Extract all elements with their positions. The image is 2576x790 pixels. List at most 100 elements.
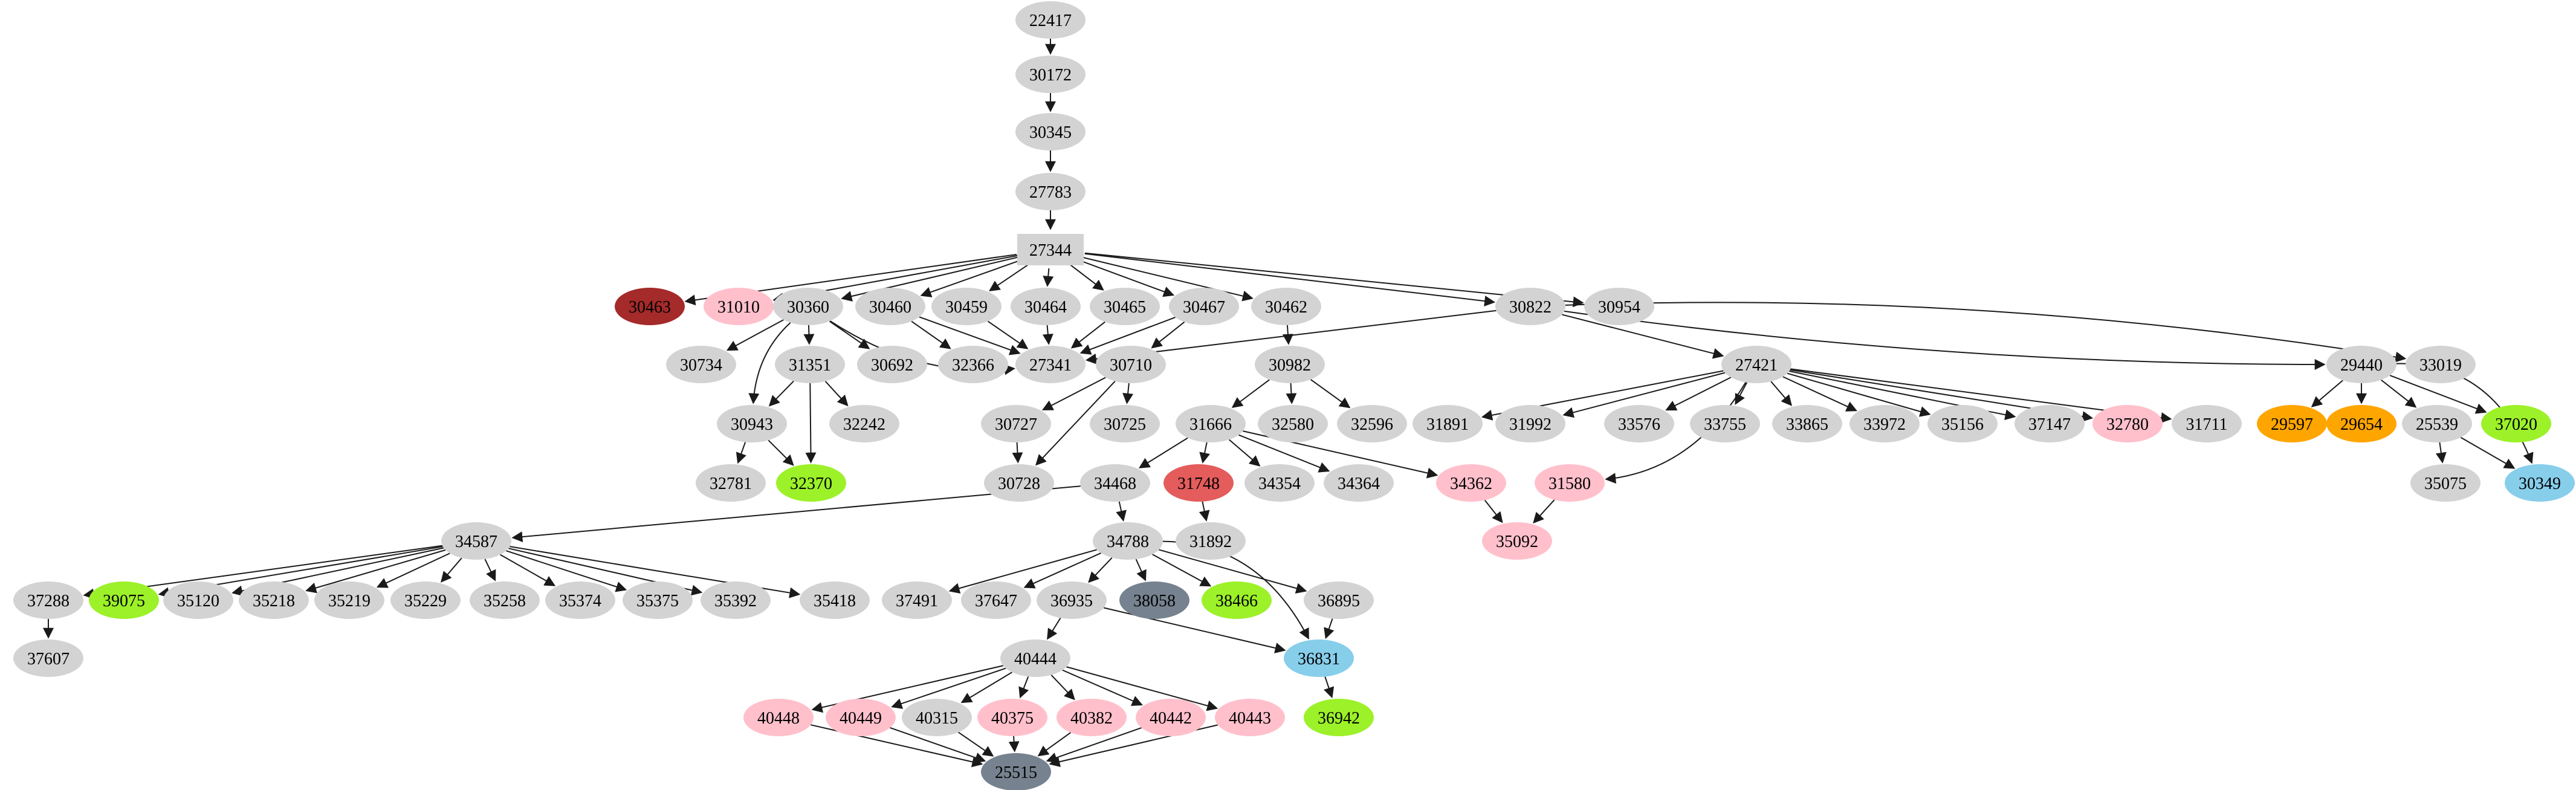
- edge-36831-36942: [1324, 676, 1335, 699]
- edge-34468-34587: [511, 485, 1081, 543]
- edge-27421-33865: [1770, 381, 1792, 406]
- node-ellipse-35375: [623, 581, 693, 619]
- node-ellipse-30728: [984, 464, 1054, 502]
- node-37288: 37288: [13, 581, 83, 619]
- edge-34788-36935: [1088, 557, 1113, 583]
- node-ellipse-29440: [2326, 346, 2396, 383]
- node-ellipse-31711: [2172, 405, 2242, 442]
- node-33865: 33865: [1772, 405, 1842, 442]
- node-31580: 31580: [1535, 464, 1605, 502]
- node-ellipse-30727: [981, 405, 1051, 442]
- edge-30459-27341: [987, 320, 1029, 349]
- node-40375: 40375: [977, 699, 1047, 736]
- node-ellipse-37288: [13, 581, 83, 619]
- node-ellipse-30467: [1169, 288, 1239, 325]
- node-ellipse-27421: [1721, 346, 1791, 383]
- node-ellipse-27783: [1015, 173, 1086, 210]
- edge-34587-35375: [506, 550, 627, 592]
- edge-30727-30728: [1012, 442, 1023, 464]
- node-ellipse-33865: [1772, 405, 1842, 442]
- edge-30462-30982: [1282, 325, 1293, 345]
- node-ellipse-35258: [470, 581, 540, 619]
- edge-30360-30692: [829, 320, 870, 349]
- node-31010: 31010: [704, 288, 774, 325]
- edge-30710-30725: [1122, 383, 1134, 404]
- node-ellipse-35120: [163, 581, 233, 619]
- edge-27421-31580: [1605, 381, 1747, 484]
- node-ellipse-31892: [1176, 522, 1246, 560]
- edge-36895-36831: [1324, 618, 1335, 639]
- edge-27344-30954: [1084, 252, 1584, 308]
- node-ellipse-31748: [1163, 464, 1234, 502]
- node-ellipse-31580: [1535, 464, 1605, 502]
- node-35374: 35374: [545, 581, 615, 619]
- node-ellipse-36942: [1304, 699, 1374, 736]
- node-30727: 30727: [981, 405, 1051, 442]
- edge-29440-37020: [2389, 375, 2487, 414]
- edge-40382-25515: [1037, 732, 1072, 757]
- node-ellipse-29597: [2257, 405, 2327, 442]
- node-32596: 32596: [1337, 405, 1407, 442]
- node-30822: 30822: [1495, 288, 1565, 325]
- node-35392: 35392: [701, 581, 771, 619]
- node-30465: 30465: [1090, 288, 1160, 325]
- node-37491: 37491: [882, 581, 952, 619]
- edge-30360-30734: [726, 319, 784, 351]
- node-30725: 30725: [1090, 405, 1160, 442]
- edge-31666-34364: [1238, 434, 1330, 473]
- node-ellipse-30463: [615, 288, 685, 325]
- node-ellipse-40375: [977, 699, 1047, 736]
- node-35229: 35229: [390, 581, 461, 619]
- edge-27421-35156: [1787, 372, 1931, 417]
- node-30943: 30943: [717, 405, 787, 442]
- node-36935: 36935: [1037, 581, 1107, 619]
- node-ellipse-40315: [902, 699, 972, 736]
- edge-27421-33576: [1665, 377, 1732, 411]
- edge-27421-31992: [1562, 372, 1726, 418]
- edge-36935-40444: [1047, 617, 1061, 640]
- edge-34362-35092: [1484, 499, 1503, 523]
- edge-34587-35374: [500, 554, 556, 586]
- node-ellipse-30465: [1090, 288, 1160, 325]
- node-ellipse-37647: [961, 581, 1031, 619]
- node-ellipse-36935: [1037, 581, 1107, 619]
- node-ellipse-32580: [1258, 405, 1328, 442]
- edge-40444-40443: [1066, 666, 1218, 711]
- edge-30943-32781: [736, 442, 746, 464]
- node-33755: 33755: [1690, 405, 1760, 442]
- edge-30460-27341: [919, 316, 1021, 355]
- node-ellipse-30459: [931, 288, 1002, 325]
- node-25515: 25515: [981, 753, 1051, 790]
- edge-30982-31666: [1231, 379, 1270, 408]
- node-40443: 40443: [1215, 699, 1285, 736]
- node-38058: 38058: [1119, 581, 1189, 619]
- edge-30467-27341: [1079, 316, 1176, 355]
- node-35218: 35218: [239, 581, 309, 619]
- node-35120: 35120: [163, 581, 233, 619]
- edge-27421-33972: [1782, 376, 1857, 412]
- node-ellipse-32596: [1337, 405, 1407, 442]
- node-ellipse-37020: [2481, 405, 2551, 442]
- node-ellipse-31010: [704, 288, 774, 325]
- node-box-27344: [1017, 234, 1084, 265]
- node-25539: 25539: [2402, 405, 2472, 442]
- node-32780: 32780: [2092, 405, 2163, 442]
- node-ellipse-25515: [981, 753, 1051, 790]
- edge-31666-34468: [1138, 437, 1188, 468]
- node-ellipse-40382: [1057, 699, 1127, 736]
- edge-34468-34788: [1116, 501, 1127, 522]
- node-34362: 34362: [1436, 464, 1506, 502]
- edge-31666-31748: [1199, 442, 1210, 464]
- edge-34587-35219: [376, 552, 450, 588]
- node-ellipse-33755: [1690, 405, 1760, 442]
- node-27344: 27344: [1017, 234, 1084, 265]
- node-ellipse-34788: [1093, 522, 1163, 560]
- edge-40375-25515: [1008, 736, 1020, 753]
- node-ellipse-40448: [743, 699, 814, 736]
- node-ellipse-30710: [1096, 346, 1166, 383]
- edge-40444-40442: [1062, 669, 1143, 706]
- node-33019: 33019: [2406, 346, 2476, 383]
- node-ellipse-31666: [1176, 405, 1246, 442]
